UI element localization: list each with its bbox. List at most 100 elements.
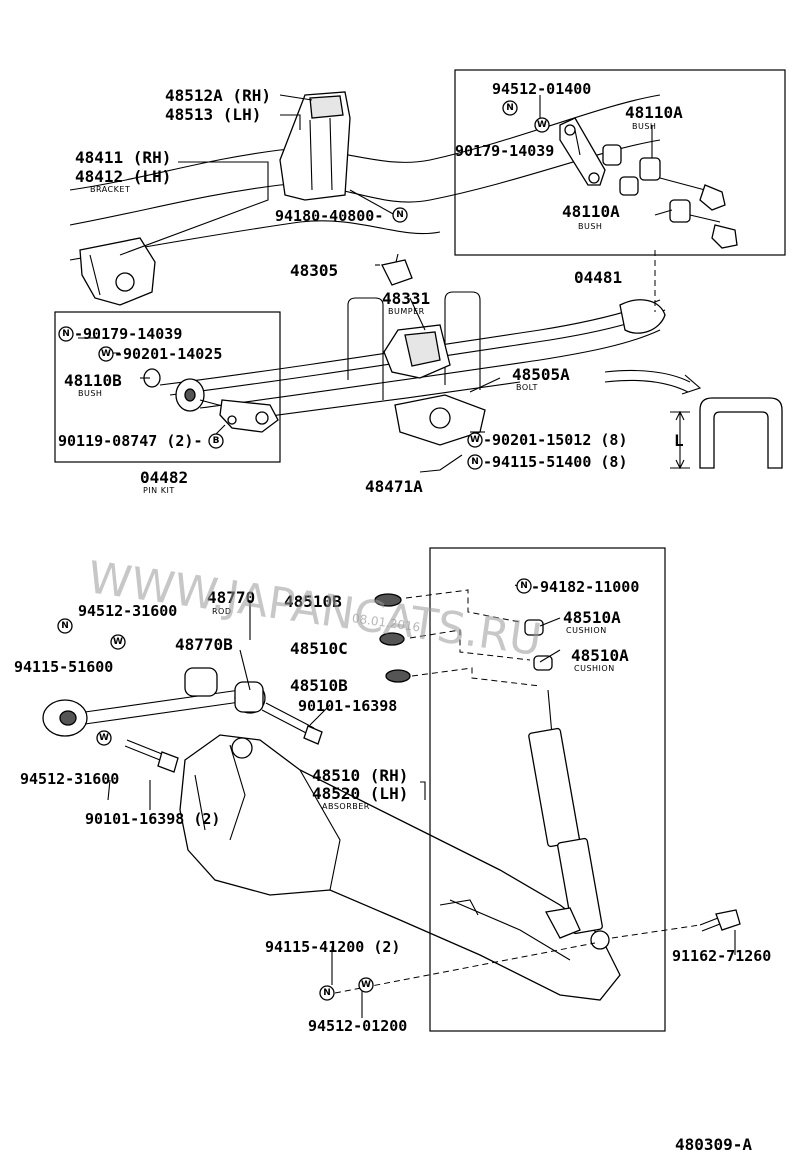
label-bush-3: BUSH bbox=[78, 389, 102, 398]
label-bush-2: BUSH bbox=[578, 222, 602, 231]
label-90201-14025: -90201-14025 bbox=[114, 345, 222, 363]
b-symbol bbox=[208, 433, 224, 449]
label-48520-lh: 48520 (LH) bbox=[312, 784, 408, 803]
svg-text:W: W bbox=[113, 637, 123, 647]
label-48110a-2: 48110A bbox=[562, 202, 620, 221]
svg-text:B: B bbox=[213, 436, 220, 446]
label-90179-14039-b: -90179-14039 bbox=[74, 325, 182, 343]
label-bush-1: BUSH bbox=[632, 122, 656, 131]
label-rod: ROD bbox=[212, 607, 232, 616]
label-48412: 48412 (LH) bbox=[75, 167, 171, 186]
label-94115-51400: -94115-51400 (8) bbox=[483, 453, 628, 471]
leader-lines bbox=[78, 94, 736, 1018]
label-48770b: 48770B bbox=[175, 635, 233, 654]
label-cushion-2: CUSHION bbox=[574, 664, 615, 673]
svg-text:W: W bbox=[537, 120, 547, 130]
svg-text:N: N bbox=[62, 329, 70, 339]
rod-bolts bbox=[124, 702, 323, 773]
spring-bracket bbox=[79, 237, 156, 306]
label-94512-01200: 94512-01200 bbox=[308, 1017, 407, 1035]
diagram-id: 480309-A bbox=[675, 1135, 752, 1154]
label-48510b-1: 48510B bbox=[284, 592, 342, 611]
label-90179-14039-a: 90179-14039 bbox=[455, 142, 554, 160]
washer-symbol bbox=[467, 432, 483, 448]
u-bolts bbox=[347, 291, 481, 400]
label-48331: 48331 bbox=[382, 289, 430, 308]
label-48411: 48411 (RH) bbox=[75, 148, 171, 167]
svg-text:N: N bbox=[323, 988, 331, 998]
nut-symbol bbox=[58, 326, 74, 342]
svg-text:N: N bbox=[396, 210, 404, 220]
label-90101-16398-a: 90101-16398 bbox=[298, 697, 397, 715]
pin-kit-parts bbox=[143, 368, 279, 433]
pin-kit-box bbox=[54, 311, 281, 463]
nut-symbol bbox=[516, 578, 532, 594]
label-48513: 48513 (LH) bbox=[165, 105, 261, 124]
svg-text:N: N bbox=[506, 103, 514, 113]
label-94512-31600-a: 94512-31600 bbox=[78, 602, 177, 620]
svg-text:N: N bbox=[520, 581, 528, 591]
label-94182-11000: -94182-11000 bbox=[531, 578, 639, 596]
label-pin-kit: PIN KIT bbox=[143, 486, 175, 495]
label-94115-41200: 94115-41200 (2) bbox=[265, 938, 400, 956]
part-labels: 48512A (RH) 48513 (LH) 48411 (RH) 48412 … bbox=[14, 80, 771, 1154]
svg-text:N: N bbox=[61, 621, 69, 631]
label-94512-01400: 94512-01400 bbox=[492, 80, 591, 98]
shackle-kit-parts bbox=[559, 117, 738, 249]
shackle-kit-box bbox=[454, 69, 786, 256]
shock-absorber bbox=[374, 593, 610, 950]
label-94180: 94180-40800- bbox=[275, 207, 383, 225]
label-48510-rh: 48510 (RH) bbox=[312, 766, 408, 785]
label-48770: 48770 bbox=[207, 588, 255, 607]
label-48505a: 48505A bbox=[512, 365, 570, 384]
label-90101-16398-b: 90101-16398 (2) bbox=[85, 810, 220, 828]
u-bolt-dimension bbox=[604, 369, 783, 470]
svg-text:N: N bbox=[471, 457, 479, 467]
fastener-symbols: N W N N W B W N N W W N N W bbox=[57, 100, 550, 1001]
nut-symbol bbox=[467, 454, 483, 470]
label-48510a-1: 48510A bbox=[563, 608, 621, 627]
label-90119: 90119-08747 (2)- bbox=[58, 432, 203, 450]
label-48510a-2: 48510A bbox=[571, 646, 629, 665]
washer-symbol bbox=[534, 117, 550, 133]
svg-text:W: W bbox=[101, 349, 111, 359]
washer-symbol bbox=[96, 730, 112, 746]
label-94512-31600-b: 94512-31600 bbox=[20, 770, 119, 788]
label-91162-71260: 91162-71260 bbox=[672, 947, 771, 965]
washer-symbol bbox=[358, 977, 374, 993]
label-04481: 04481 bbox=[574, 268, 622, 287]
label-48110b: 48110B bbox=[64, 371, 122, 390]
washer-symbol bbox=[98, 346, 114, 362]
bumper-block bbox=[383, 324, 451, 379]
lateral-rod bbox=[42, 667, 266, 737]
label-bumper: BUMPER bbox=[388, 307, 425, 316]
label-48471a: 48471A bbox=[365, 477, 423, 496]
absorber-box bbox=[429, 547, 666, 1032]
small-bumper bbox=[381, 253, 413, 286]
nut-symbol bbox=[392, 207, 408, 223]
label-48512a: 48512A (RH) bbox=[165, 86, 271, 105]
label-bolt: BOLT bbox=[516, 383, 538, 392]
label-48510c: 48510C bbox=[290, 639, 348, 658]
shackle-bracket bbox=[279, 91, 351, 201]
nut-symbol bbox=[57, 618, 73, 634]
label-48510b-2: 48510B bbox=[290, 676, 348, 695]
label-90201-15012: -90201-15012 (8) bbox=[483, 431, 628, 449]
label-absorber: ABSORBER bbox=[322, 802, 370, 811]
dashed-leaders bbox=[334, 250, 701, 994]
svg-text:W: W bbox=[361, 980, 371, 990]
nut-symbol bbox=[502, 100, 518, 116]
absorber-bolt bbox=[699, 909, 741, 932]
washer-symbol bbox=[110, 634, 126, 650]
label-cushion-1: CUSHION bbox=[566, 626, 607, 635]
label-bracket: BRACKET bbox=[90, 185, 130, 194]
axle-housing bbox=[179, 734, 621, 1001]
label-dimension-l: L bbox=[674, 431, 684, 450]
label-94115-51600: 94115-51600 bbox=[14, 658, 113, 676]
svg-text:W: W bbox=[99, 733, 109, 743]
label-48305: 48305 bbox=[290, 261, 338, 280]
label-04482: 04482 bbox=[140, 468, 188, 487]
svg-text:W: W bbox=[470, 435, 480, 445]
label-48110a-1: 48110A bbox=[625, 103, 683, 122]
